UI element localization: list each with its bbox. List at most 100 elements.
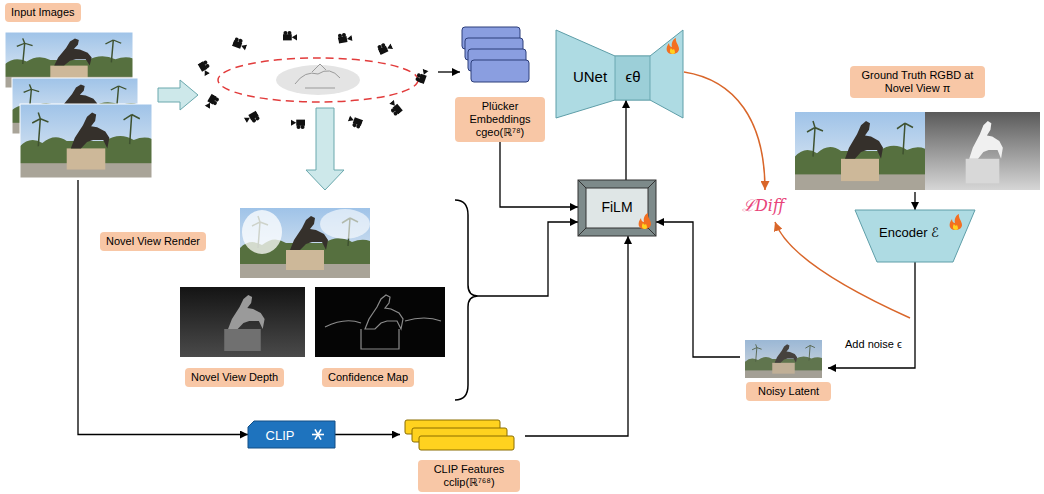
node-text: Novel View Render [106, 235, 200, 248]
ground-truth-rgb [795, 112, 925, 190]
camera-ring [198, 31, 429, 129]
input-photos [5, 32, 152, 178]
node-text: cclip(ℝ⁷⁶⁸) [424, 476, 514, 489]
photo-border [20, 104, 152, 178]
node-text: FiLM [601, 199, 632, 215]
node-text: Ground Truth RGBD at Novel View π [856, 69, 979, 95]
node-text: Novel View Depth [191, 371, 278, 384]
flow-line [438, 71, 460, 72]
node-label: CLIP Featurescclip(ℝ⁷⁶⁸) [418, 460, 520, 492]
trainable-icon [639, 213, 651, 229]
connector [828, 262, 915, 368]
camera-icon [337, 32, 352, 44]
flame [950, 214, 962, 230]
camera-icon [244, 111, 261, 126]
node-text: cgeo(ℝ⁷⁸) [461, 126, 539, 139]
node-label: Noisy Latent [746, 382, 831, 401]
unet-bottleneck [615, 56, 650, 100]
film-inner [586, 188, 648, 228]
novel-render-image [240, 208, 370, 278]
clip-features-box: CLIP Featurescclip(ℝ⁷⁶⁸) [400, 418, 525, 492]
camera-icon [205, 94, 220, 111]
loss-label: ℒDiff [742, 194, 784, 216]
embedding-card [471, 60, 529, 82]
flame-core [953, 224, 958, 230]
camera-path [218, 58, 418, 102]
noisy-latent-image [745, 340, 822, 378]
flow-arrow [158, 80, 198, 110]
flame-core [642, 223, 647, 229]
node-text: Noisy Latent [758, 385, 819, 398]
film-bevel [578, 180, 656, 236]
ground-truth-depth [925, 112, 1040, 190]
flow-line [478, 222, 578, 296]
node-text: CLIP [266, 428, 295, 443]
group-bracket [455, 200, 478, 400]
trainable-icon [950, 214, 962, 230]
confidence-image [315, 287, 445, 357]
unet-block: UNet ϵθ [556, 30, 683, 118]
flame [639, 213, 651, 229]
ground-truth-box: Ground Truth RGBD at Novel View π [793, 66, 1040, 192]
snowflake-arm [315, 429, 321, 439]
novel-depth-image [180, 287, 305, 357]
encoder-outline [855, 210, 975, 262]
camera-icon [377, 40, 394, 54]
snowflake-arm [315, 429, 321, 439]
connector [914, 192, 915, 210]
camera-icon [291, 120, 305, 129]
node-text: CLIP Features [424, 463, 514, 476]
node-text: Plücker Embeddings [461, 100, 539, 126]
feature-cards [405, 420, 514, 450]
camera-icon [387, 100, 403, 117]
input-images-box: Input Images [2, 3, 157, 180]
clip-encoder: CLIP [248, 421, 335, 448]
flow-arrow [306, 108, 344, 190]
node-text: ϵθ [626, 68, 641, 85]
feature-card [419, 436, 514, 450]
flame-core [670, 48, 675, 54]
input-photo [20, 104, 152, 178]
text-holder: UNet [573, 68, 607, 85]
camera-icon [347, 115, 363, 129]
node-label: Ground Truth RGBD at Novel View π [850, 66, 985, 98]
node-text: Input Images [11, 6, 75, 19]
connector [625, 100, 626, 180]
encoder-block: Encoder ℰ [855, 210, 975, 262]
unet-outline [556, 30, 683, 118]
connector [656, 222, 740, 357]
embedding-cards [462, 27, 529, 82]
film-block: FiLM [578, 180, 656, 236]
film-outer [578, 180, 656, 236]
camera-icon [283, 31, 297, 40]
text-holder: Encoder ℰ [879, 225, 939, 240]
node-text: Confidence Map [328, 371, 408, 384]
scene-sketch [295, 64, 340, 88]
render-hole [242, 210, 282, 254]
camera-icon [198, 59, 213, 76]
connector [78, 180, 248, 435]
scene-sketch [276, 65, 360, 95]
flame [667, 38, 679, 54]
noise-overlay [745, 340, 822, 378]
frozen-icon [312, 429, 324, 439]
connector [500, 142, 578, 207]
trainable-icon [667, 38, 679, 54]
loss-arrow [684, 72, 765, 190]
camera-icon [415, 68, 429, 84]
embedding-label: Plücker Embeddingscgeo(ℝ⁷⁸) [455, 97, 545, 142]
depth-label: Novel View Depth [185, 368, 284, 387]
render-label: Novel View Render [100, 232, 206, 251]
edge-label: Add noise ϵ [843, 338, 904, 351]
text-holder: CLIP [266, 428, 295, 443]
text-holder: FiLM [601, 199, 632, 215]
text-holder: ϵθ [626, 68, 641, 85]
connector [335, 434, 400, 435]
noisy-latent-box: Noisy Latent [740, 338, 828, 420]
camera-icon [232, 37, 248, 51]
connector [525, 236, 628, 436]
confidence-label: Confidence Map [322, 368, 414, 387]
node-text: UNet [573, 68, 607, 85]
node-label: Input Images [5, 3, 81, 22]
